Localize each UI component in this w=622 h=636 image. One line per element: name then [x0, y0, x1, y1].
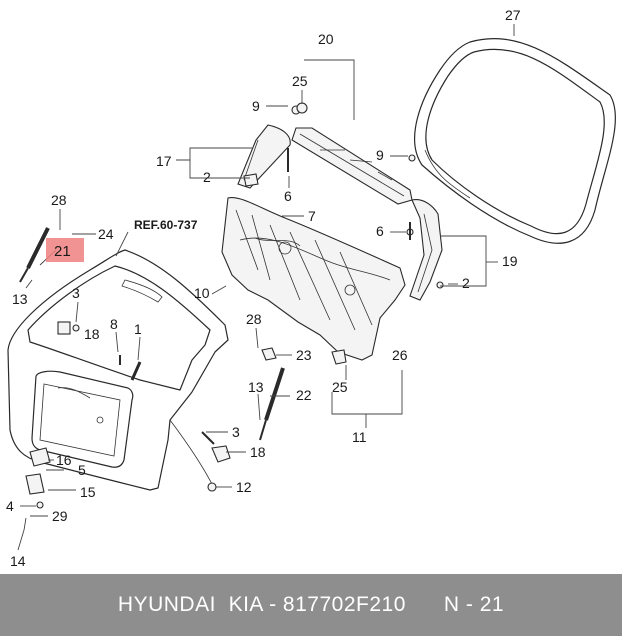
callout-24: 24 — [98, 226, 114, 242]
callout-6: 6 — [284, 188, 292, 204]
weatherstrip-seal-27 — [414, 38, 616, 244]
callout-1: 1 — [134, 321, 142, 337]
callout-17: 17 — [156, 153, 172, 169]
callout-12: 12 — [236, 479, 252, 495]
callout-3b: 3 — [232, 424, 240, 440]
leader-lines — [17, 24, 515, 551]
gas-strut-left — [19, 227, 50, 283]
callout-13b: 13 — [248, 379, 264, 395]
callout-21: 21 — [54, 243, 71, 260]
callout-14: 14 — [10, 553, 26, 569]
highlight-box-21 — [46, 238, 84, 262]
upper-garnish-20 — [291, 127, 413, 205]
callout-28b: 28 — [246, 311, 262, 327]
callout-20: 20 — [318, 31, 334, 47]
callout-25b: 25 — [332, 379, 348, 395]
footer-part-number: HYUNDAI KIA - 817702F210 N - 21 — [117, 593, 505, 616]
callout-4: 4 — [6, 498, 14, 514]
callout-7: 7 — [308, 208, 316, 224]
inner-trim-panel-11 — [221, 197, 406, 361]
callout-8: 8 — [110, 316, 118, 332]
callout-16: 16 — [56, 452, 72, 468]
callout-18: 18 — [84, 326, 100, 342]
callout-19: 19 — [502, 253, 518, 269]
hardware-parts — [23, 102, 444, 531]
callout-29: 29 — [52, 508, 68, 524]
callout-28: 28 — [51, 192, 67, 208]
footer-bar: HYUNDAI KIA - 817702F210 N - 21 — [0, 574, 622, 636]
callout-27: 27 — [505, 7, 521, 23]
callout-25: 25 — [292, 73, 308, 89]
side-trim-19 — [409, 199, 443, 301]
callout-2b: 2 — [462, 275, 470, 291]
callout-23: 23 — [296, 347, 312, 363]
reference-label: REF.60-737 — [134, 218, 198, 232]
callout-11: 11 — [352, 429, 367, 445]
callout-6b: 6 — [376, 223, 384, 239]
callout-22: 22 — [296, 387, 312, 403]
callout-26: 26 — [392, 347, 408, 363]
gas-strut-22 — [259, 367, 285, 441]
callout-15: 15 — [80, 484, 96, 500]
callout-10: 10 — [194, 285, 210, 301]
callout-18b: 18 — [250, 444, 266, 460]
callout-9: 9 — [252, 98, 260, 114]
diagram-drawing: 21 REF.60-737 27 20 25 9 17 2 6 9 28 24 … — [6, 7, 616, 569]
callout-2: 2 — [203, 169, 211, 185]
callout-3: 3 — [72, 285, 80, 301]
callout-13: 13 — [12, 291, 28, 307]
callout-9b: 9 — [376, 147, 384, 163]
callout-5: 5 — [78, 462, 86, 478]
side-trim-17 — [237, 124, 291, 189]
